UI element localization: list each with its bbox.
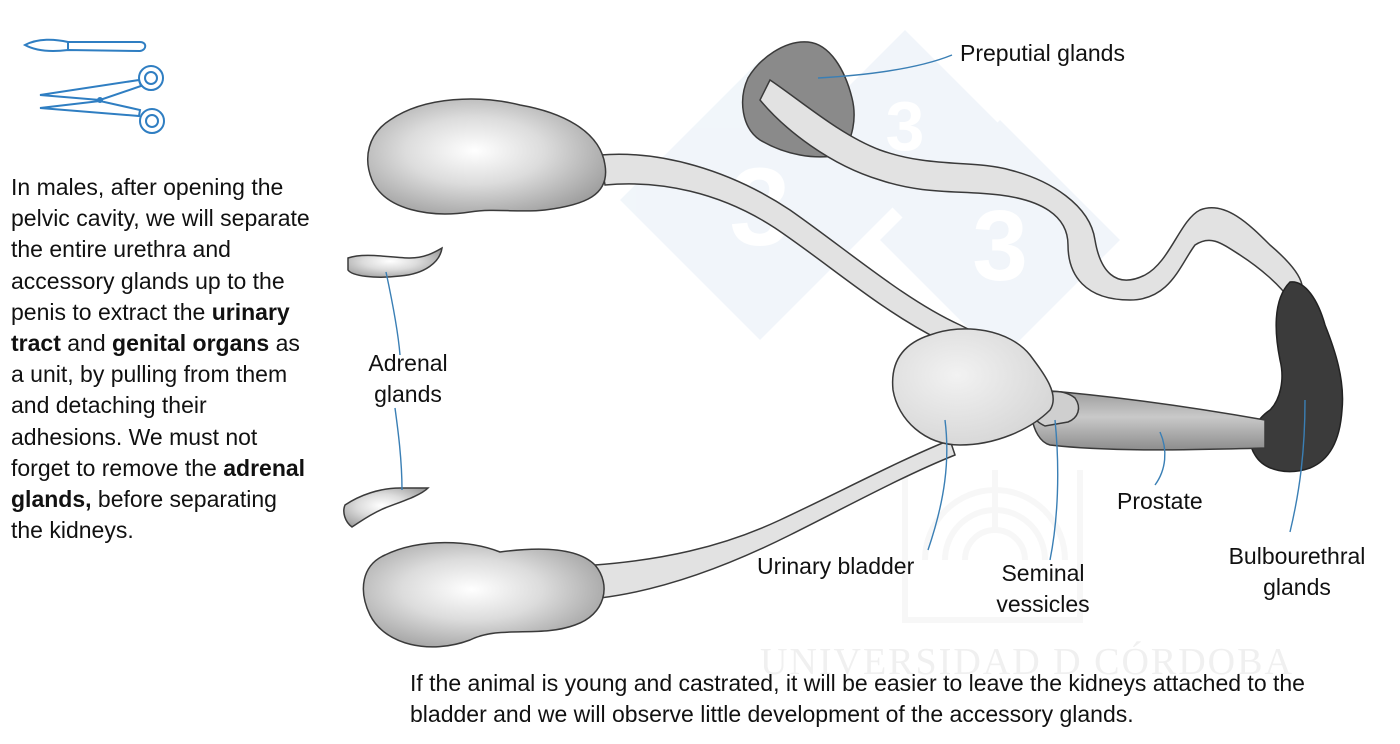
instruction-run: before separating the kidneys.: [11, 486, 277, 544]
leader-prostate: [1154, 431, 1166, 486]
urinary-bladder: [891, 328, 1054, 446]
adrenal-gland-lower: [343, 487, 430, 528]
label-adrenal-line2: glands: [374, 381, 442, 407]
ureter-lower: [594, 439, 956, 599]
label-prostate: Prostate: [1117, 488, 1203, 514]
watermark-seal: [902, 470, 1083, 623]
label-urinary-bladder: Urinary bladder: [757, 553, 915, 579]
bulbourethral-glands: [1250, 281, 1344, 473]
instruction-bold-term: urinary tract: [11, 298, 290, 357]
label-seminal-vesicles: Seminal vessicles: [984, 558, 1102, 620]
label-adrenal-glands: Adrenal glands: [346, 348, 470, 410]
scissors-icon: [39, 65, 165, 134]
label-seminal-line1: Seminal: [1001, 560, 1085, 586]
watermark: 3 3 3: [620, 30, 1120, 623]
instruction-run: and: [60, 330, 113, 357]
leader-bulbourethral: [1289, 399, 1306, 533]
watermark-digit-2: 3: [886, 87, 925, 165]
label-bulbourethral-glands: Bulbourethral glands: [1214, 541, 1380, 603]
scalpel-icon: [22, 38, 147, 53]
instruction-run: In males, after opening the pelvic cavit…: [11, 174, 310, 325]
prostate: [1030, 389, 1266, 451]
castration-note: If the animal is young and castrated, it…: [410, 670, 1305, 727]
leader-preputial: [817, 54, 953, 79]
watermark-text: UNIVERSIDAD D CÓRDOBA: [760, 641, 1294, 683]
label-bulbo-line2: glands: [1263, 574, 1331, 600]
instruction-bold-term: genital organs: [112, 330, 270, 357]
leader-lines: [385, 54, 1306, 561]
instruction-bold-term: adrenal glands,: [11, 454, 306, 513]
label-seminal-line2: vessicles: [996, 591, 1090, 617]
leader-adrenal-upper: [385, 271, 401, 356]
label-adrenal-line1: Adrenal: [368, 350, 448, 376]
kidney-upper: [367, 98, 607, 215]
label-bulbo-line1: Bulbourethral: [1228, 543, 1366, 569]
leader-seminal: [1049, 419, 1059, 561]
leader-adrenal-lower: [394, 407, 403, 491]
label-preputial-glands: Preputial glands: [960, 40, 1125, 66]
adrenal-gland-upper: [347, 246, 443, 278]
instruction-run: as a unit, by pulling from them and deta…: [11, 330, 300, 481]
kidney-lower: [362, 541, 605, 648]
watermark-digit-3: 3: [972, 190, 1028, 302]
leader-bladder: [927, 419, 948, 551]
instruction-text: In males, after opening the pelvic cavit…: [11, 172, 311, 546]
